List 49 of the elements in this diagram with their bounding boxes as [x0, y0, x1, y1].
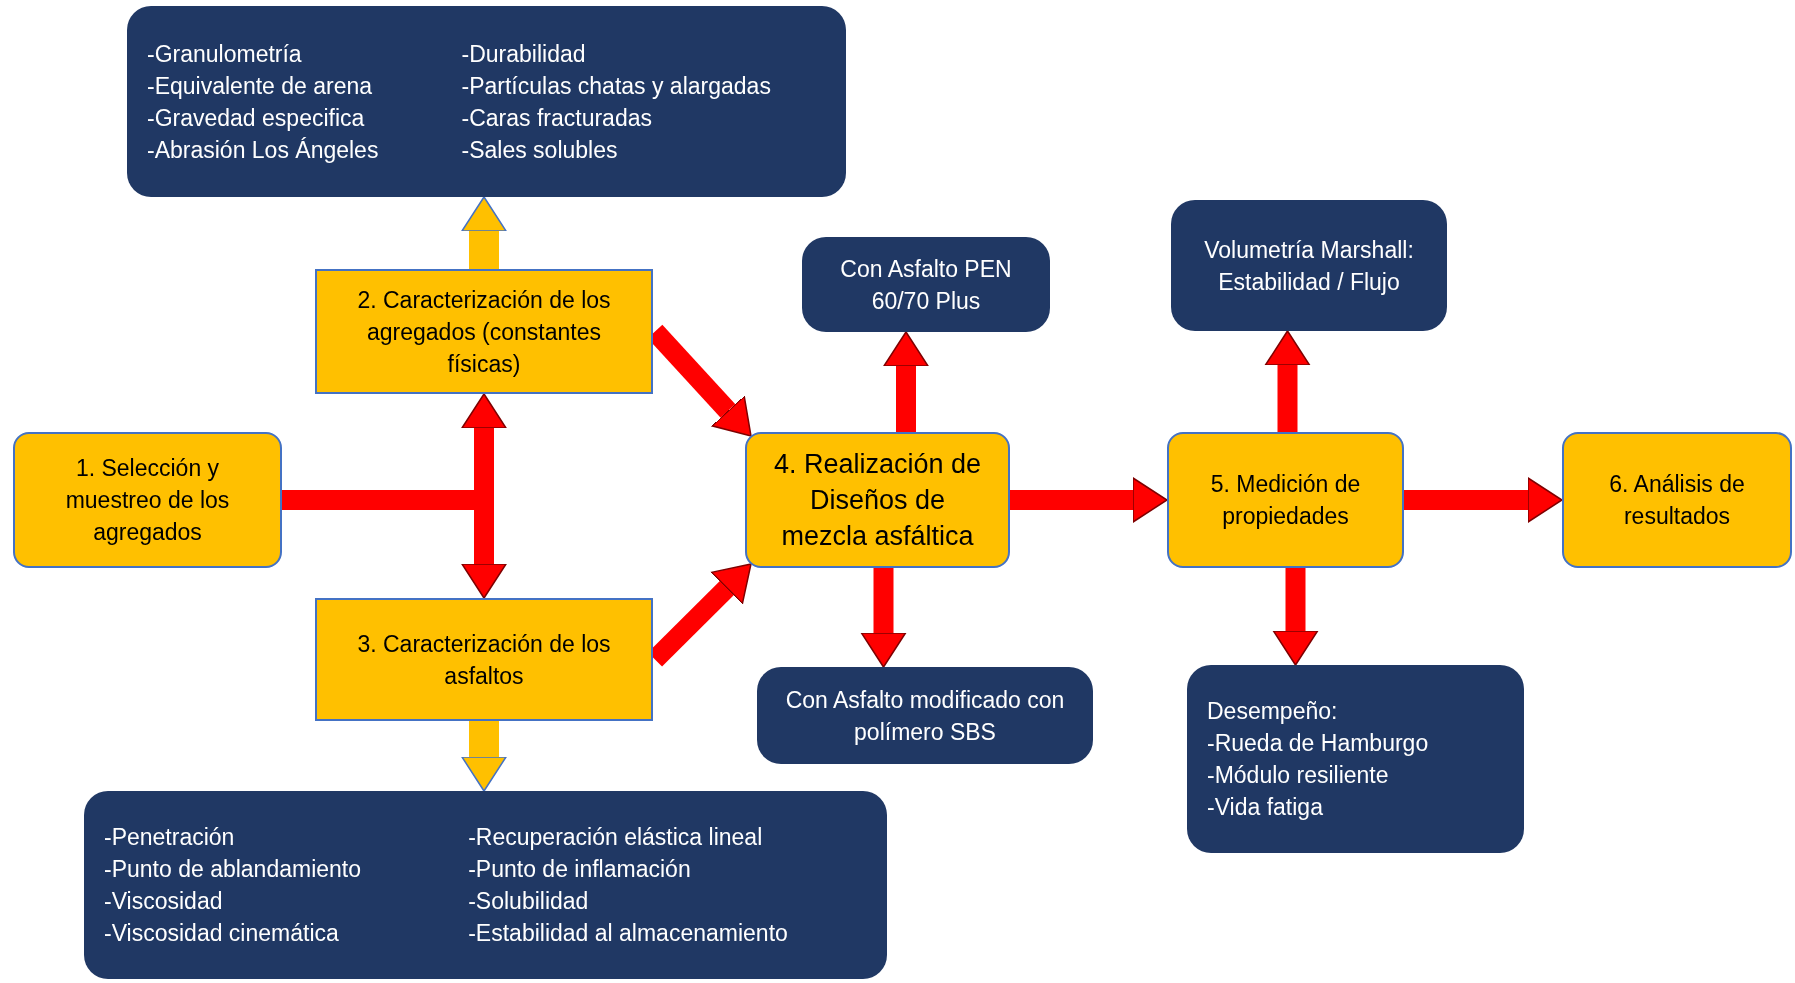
- node-text: 2. Caracterización de los agregados (constantes físicas): [356, 285, 612, 379]
- list-item: -Solubilidad: [468, 887, 590, 916]
- info-box: [127, 6, 846, 197]
- info-box: [802, 237, 1050, 332]
- node-text: 3. Caracterización de los asfaltos: [356, 629, 612, 691]
- arrow: [461, 196, 507, 269]
- node-text: -Rueda de Hamburgo: [1207, 729, 1430, 758]
- list-item: -Granulometría: [147, 39, 303, 69]
- process-box: [315, 598, 653, 721]
- list-item: -Recuperación elástica lineal: [468, 823, 764, 852]
- node-text: Desempeño:: [1207, 697, 1339, 726]
- process-box: [315, 269, 653, 394]
- node-text: Con Asfalto modificado con polímero SBS: [784, 685, 1066, 747]
- process-box: [1562, 432, 1792, 568]
- arrow: [1010, 477, 1168, 523]
- node-text: Volumetría Marshall: Estabilidad / Flujo: [1203, 235, 1415, 297]
- info-box: [757, 667, 1093, 764]
- list-item: -Sales solubles: [461, 135, 619, 165]
- list-item: -Durabilidad: [461, 39, 587, 69]
- arrow: [1264, 330, 1311, 432]
- list-item: -Viscosidad cinemática: [104, 919, 340, 948]
- node-text: 5. Medición de propiedades: [1209, 470, 1362, 531]
- node-text: 1. Selección y muestreo de los agregados: [64, 454, 231, 547]
- list-item: -Caras fracturadas: [461, 103, 653, 133]
- node-text: -Módulo resiliente: [1207, 761, 1390, 790]
- info-box: [84, 791, 887, 979]
- list-item: -Punto de ablandamiento: [104, 855, 363, 884]
- node-text: Con Asfalto PEN 60/70 Plus: [839, 254, 1013, 316]
- process-box: [1167, 432, 1404, 568]
- list-item: -Partículas chatas y alargadas: [461, 71, 772, 101]
- process-box: [745, 432, 1010, 568]
- list-item: -Viscosidad: [104, 887, 224, 916]
- arrow: [1272, 568, 1319, 666]
- node-text: 6. Análisis de resultados: [1608, 470, 1746, 531]
- list-item: -Equivalente de arena: [147, 71, 374, 101]
- arrow: [461, 721, 507, 792]
- arrow: [883, 331, 929, 432]
- node-text: -Vida fatiga: [1207, 793, 1324, 822]
- list-item: -Penetración: [104, 823, 236, 852]
- node-text: 4. Realización de Diseños de mezcla asfáltica: [772, 448, 983, 553]
- arrow: [1404, 477, 1563, 523]
- arrow: [860, 568, 907, 668]
- list-item: -Gravedad especifica: [147, 103, 366, 133]
- process-box: [13, 432, 282, 568]
- list-item: -Abrasión Los Ángeles: [147, 135, 380, 165]
- list-item: -Punto de inflamación: [468, 855, 692, 884]
- info-box: [1171, 200, 1447, 331]
- list-item: -Estabilidad al almacenamiento: [468, 919, 789, 948]
- info-box: [1187, 665, 1524, 853]
